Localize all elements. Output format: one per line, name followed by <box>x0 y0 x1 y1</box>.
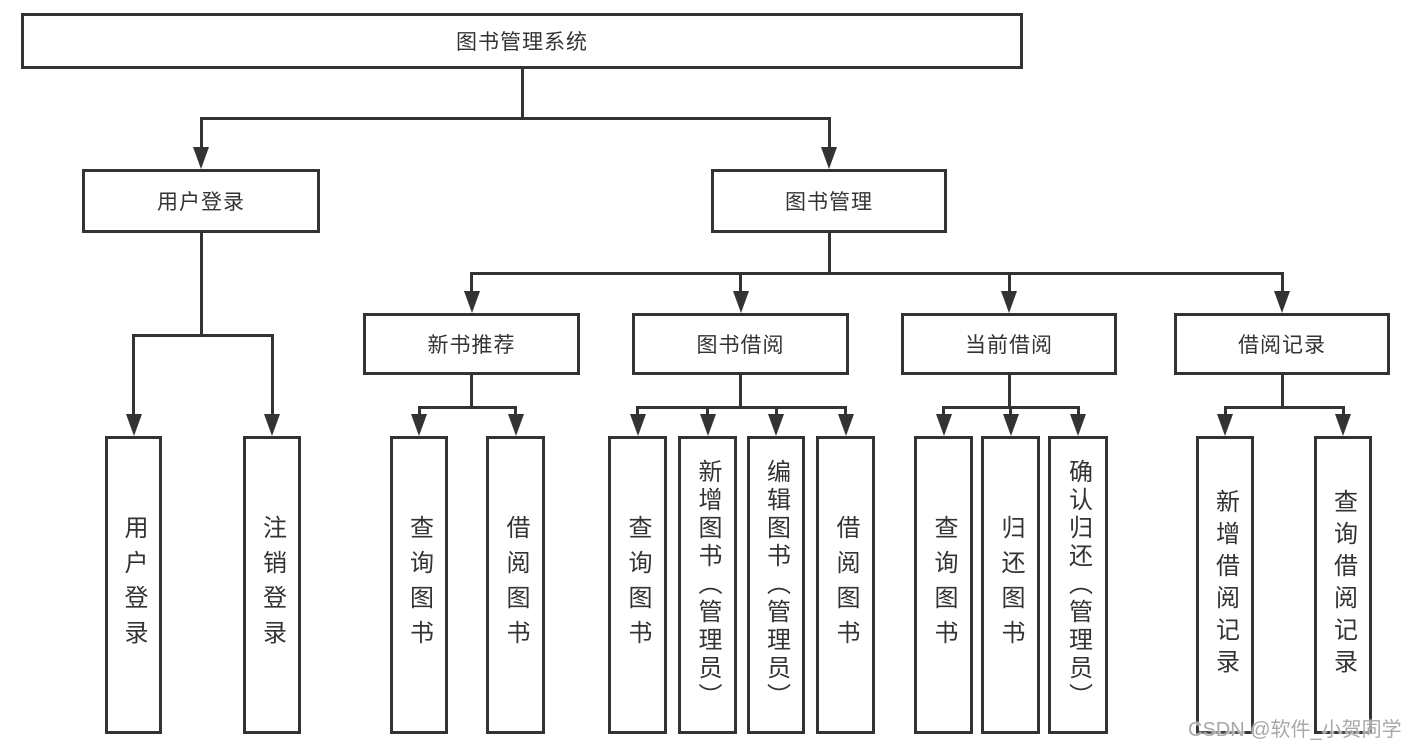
csdn-watermark: CSDN @软件_小贺同学 <box>1188 719 1402 741</box>
arrowhead-icon <box>821 147 837 169</box>
node-label: 查询图书 <box>405 515 433 655</box>
node-label: 借阅记录 <box>1238 334 1326 357</box>
connector-drop-borrow-record <box>1280 273 1284 297</box>
node-label: 图书管理 <box>785 191 873 214</box>
connector-drop-current-borrow <box>1007 273 1011 297</box>
node-label: 用户登录 <box>157 191 245 214</box>
connector-drop-edit-book <box>774 407 778 420</box>
connector-stem-root <box>520 69 524 120</box>
arrowhead-icon <box>193 147 209 169</box>
node-label: 新增图书（管理员） <box>694 459 721 711</box>
connector-stem-new-book-rec <box>470 375 473 409</box>
node-label: 归还图书 <box>997 515 1024 655</box>
connector-stem-user-login <box>199 233 203 337</box>
node-book-mgmt: 图书管理 <box>711 169 947 233</box>
arrowhead-icon <box>1274 291 1290 313</box>
node-query-book-2: 查询图书 <box>608 436 667 734</box>
arrowhead-icon <box>1001 291 1017 313</box>
node-label: 图书管理系统 <box>456 31 588 54</box>
connector-bus-book-mgmt <box>470 271 1284 275</box>
connector-drop-book-mgmt <box>827 118 831 153</box>
arrowhead-icon <box>935 414 952 436</box>
connector-drop-query-book-2 <box>636 407 639 420</box>
node-borrow-book-1: 借阅图书 <box>486 436 545 734</box>
connector-stem-book-mgmt <box>827 233 831 275</box>
connector-drop-borrow-book-1 <box>514 407 517 420</box>
node-label: 当前借阅 <box>965 334 1053 357</box>
connector-drop-confirm-return <box>1076 407 1080 420</box>
connector-bus-borrow-record <box>1223 405 1345 409</box>
node-user-login-v: 用户登录 <box>105 436 162 734</box>
connector-stem-current-borrow <box>1007 375 1011 409</box>
connector-stem-book-borrow <box>739 375 742 409</box>
connector-bus-user-login <box>132 333 274 337</box>
node-new-book-rec: 新书推荐 <box>363 313 580 375</box>
arrowhead-icon <box>1002 414 1019 436</box>
arrowhead-icon <box>463 291 480 313</box>
arrowhead-icon <box>1335 414 1351 436</box>
connector-bus-root <box>199 116 831 120</box>
arrowhead-icon <box>699 414 716 436</box>
node-label: 用户登录 <box>120 515 147 655</box>
node-label: 图书借阅 <box>696 334 785 357</box>
node-root: 图书管理系统 <box>21 13 1023 69</box>
node-query-book-3: 查询图书 <box>914 436 973 734</box>
connector-drop-logout-v <box>270 335 274 420</box>
node-label: 借阅图书 <box>502 515 529 655</box>
arrowhead-icon <box>837 414 854 436</box>
node-query-borrow-record: 查询借阅记录 <box>1314 436 1372 734</box>
node-label: 查询图书 <box>624 515 651 655</box>
node-add-borrow-record: 新增借阅记录 <box>1196 436 1254 734</box>
arrowhead-icon <box>125 414 142 436</box>
node-confirm-return: 确认归还（管理员） <box>1048 436 1108 734</box>
arrowhead-icon <box>629 414 646 436</box>
node-user-login: 用户登录 <box>82 169 320 233</box>
node-add-book: 新增图书（管理员） <box>678 436 737 734</box>
arrowhead-icon <box>264 414 280 436</box>
node-label: 借阅图书 <box>832 515 859 655</box>
connector-drop-user-login-v <box>132 335 135 420</box>
connector-drop-add-borrow-record <box>1223 407 1227 420</box>
node-logout-v: 注销登录 <box>243 436 301 734</box>
connector-drop-query-book-1 <box>417 407 421 420</box>
connector-bus-new-book-rec <box>417 405 517 409</box>
connector-bus-book-borrow <box>636 405 847 409</box>
arrowhead-icon <box>768 414 784 436</box>
arrowhead-icon <box>507 414 524 436</box>
arrowhead-icon <box>411 414 427 436</box>
node-query-book-1: 查询图书 <box>390 436 448 734</box>
node-label: 新书推荐 <box>427 334 516 357</box>
connector-drop-book-borrow <box>739 273 742 297</box>
connector-stem-borrow-record <box>1280 375 1284 409</box>
node-label: 确认归还（管理员） <box>1064 459 1092 711</box>
connector-drop-user-login <box>199 118 203 153</box>
arrowhead-icon <box>1070 414 1086 436</box>
node-label: 查询图书 <box>930 515 957 655</box>
node-label: 注销登录 <box>258 515 286 655</box>
node-edit-book: 编辑图书（管理员） <box>747 436 805 734</box>
connector-drop-query-book-3 <box>942 407 945 420</box>
node-borrow-book-2: 借阅图书 <box>816 436 875 734</box>
node-current-borrow: 当前借阅 <box>901 313 1117 375</box>
connector-drop-borrow-book-2 <box>844 407 847 420</box>
connector-drop-return-book <box>1009 407 1012 420</box>
node-borrow-record: 借阅记录 <box>1174 313 1390 375</box>
node-label: 编辑图书（管理员） <box>762 459 790 711</box>
node-label: 查询借阅记录 <box>1329 489 1357 681</box>
node-book-borrow: 图书借阅 <box>632 313 849 375</box>
connector-drop-add-book <box>706 407 709 420</box>
node-return-book: 归还图书 <box>981 436 1040 734</box>
arrowhead-icon <box>1217 414 1233 436</box>
arrowhead-icon <box>732 291 749 313</box>
connector-drop-new-book-rec <box>470 273 473 297</box>
connector-drop-query-borrow-record <box>1341 407 1345 420</box>
node-label: 新增借阅记录 <box>1211 489 1239 681</box>
